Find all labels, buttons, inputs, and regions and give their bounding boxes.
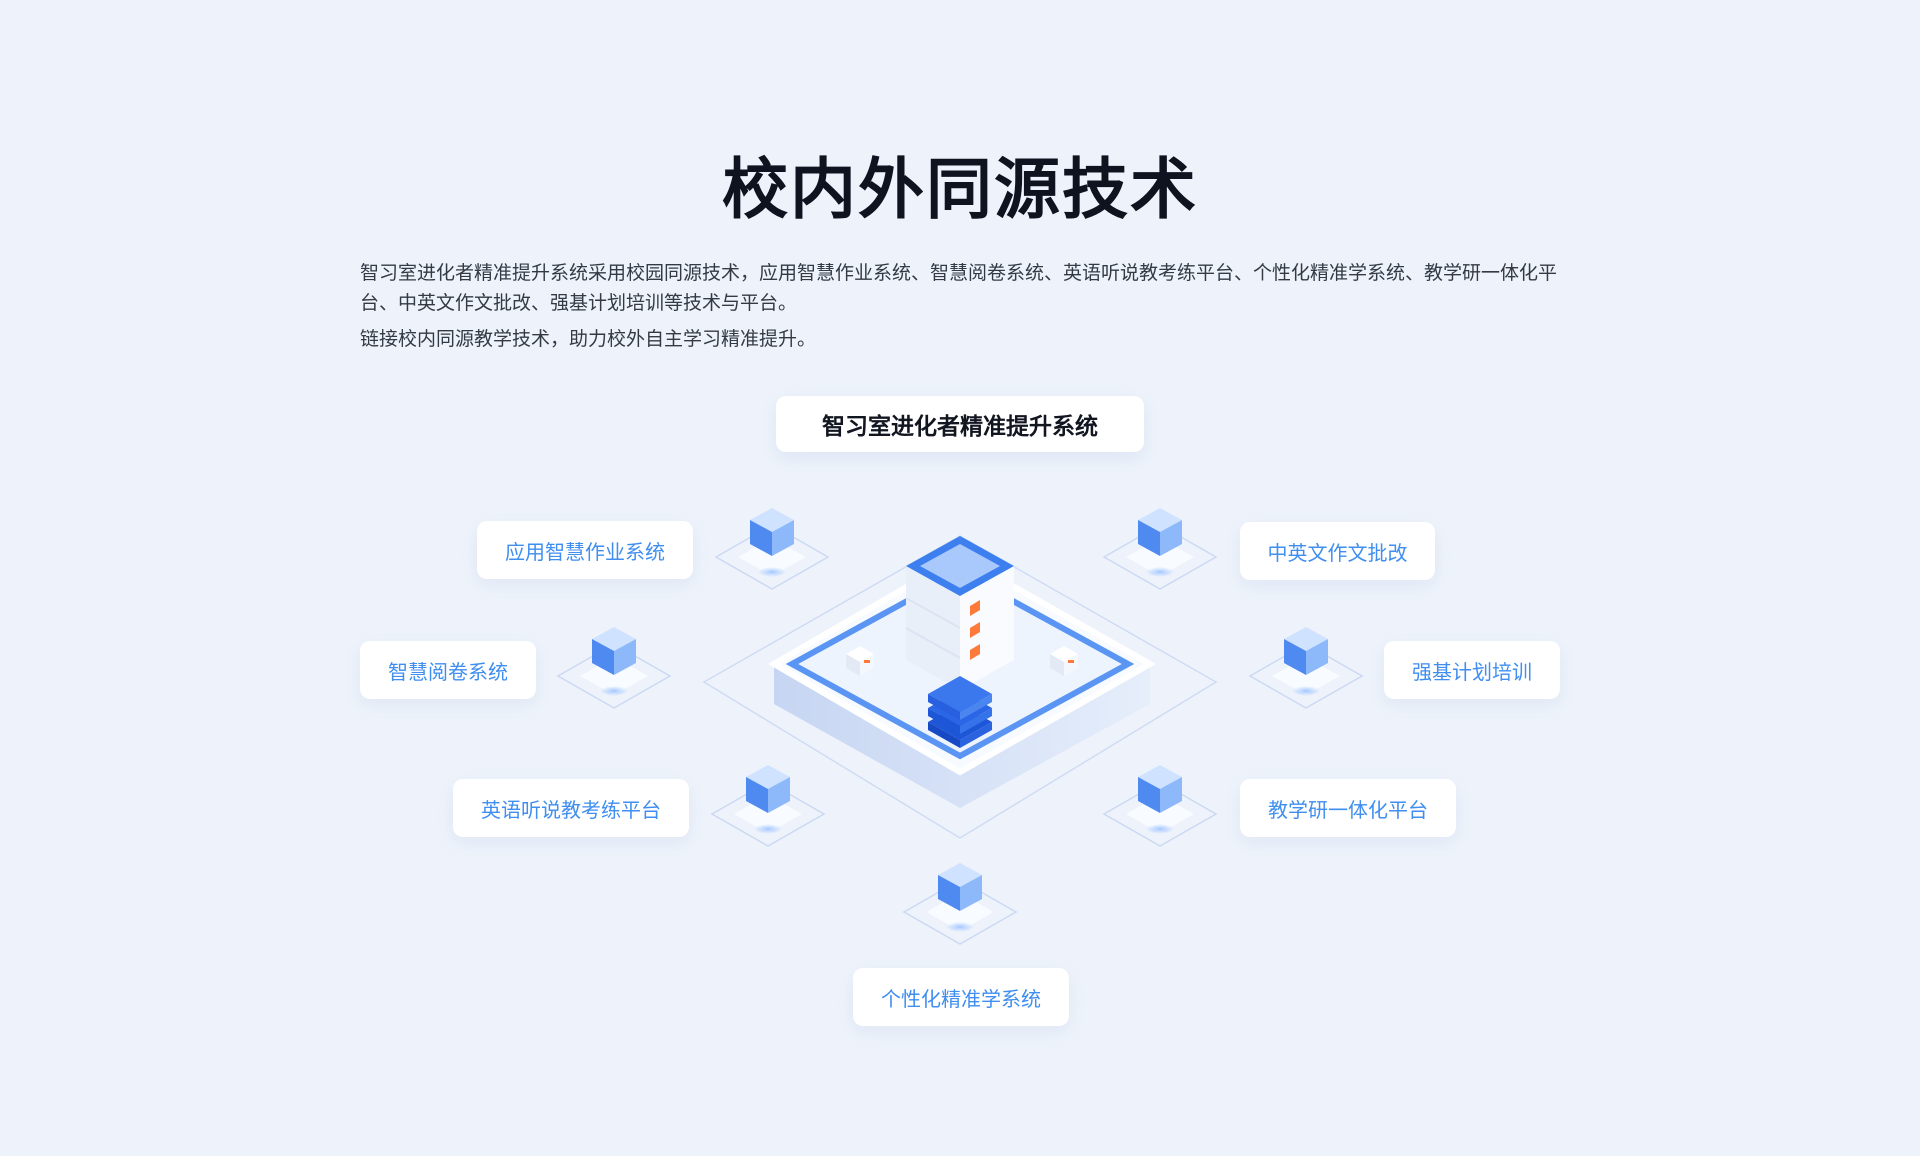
node-personalized-system: 个性化精准学系统 (853, 968, 1069, 1026)
cube-teaching (1102, 765, 1218, 847)
node-composition-grading: 中英文作文批改 (1240, 522, 1435, 580)
platform-side (774, 664, 1150, 808)
description: 智习室进化者精准提升系统采用校园同源技术，应用智慧作业系统、智慧阅卷系统、英语听… (360, 258, 1560, 360)
small-device-left (846, 646, 874, 676)
node-teaching-platform: 教学研一体化平台 (1240, 779, 1456, 837)
cube-personalized (902, 863, 1018, 945)
cube-homework (714, 508, 830, 590)
cube-english (710, 765, 826, 847)
node-homework-system: 应用智慧作业系统 (477, 521, 693, 579)
description-line-1: 智习室进化者精准提升系统采用校园同源技术，应用智慧作业系统、智慧阅卷系统、英语听… (360, 262, 1558, 314)
node-grading-system: 智慧阅卷系统 (360, 641, 536, 699)
cube-composition (1102, 508, 1218, 590)
cube-strong-base (1248, 627, 1364, 709)
outline-diamond (702, 535, 1218, 839)
node-english-platform: 英语听说教考练平台 (453, 779, 689, 837)
page-title: 校内外同源技术 (722, 151, 1198, 228)
server-tower (905, 536, 1014, 690)
cube-grading (556, 627, 672, 709)
small-device-right (1050, 646, 1078, 676)
center-system-label: 智习室进化者精准提升系统 (776, 396, 1144, 452)
node-strong-base-training: 强基计划培训 (1384, 641, 1560, 699)
data-stack (928, 676, 992, 748)
description-line-2: 链接校内同源教学技术，助力校外自主学习精准提升。 (360, 328, 817, 350)
